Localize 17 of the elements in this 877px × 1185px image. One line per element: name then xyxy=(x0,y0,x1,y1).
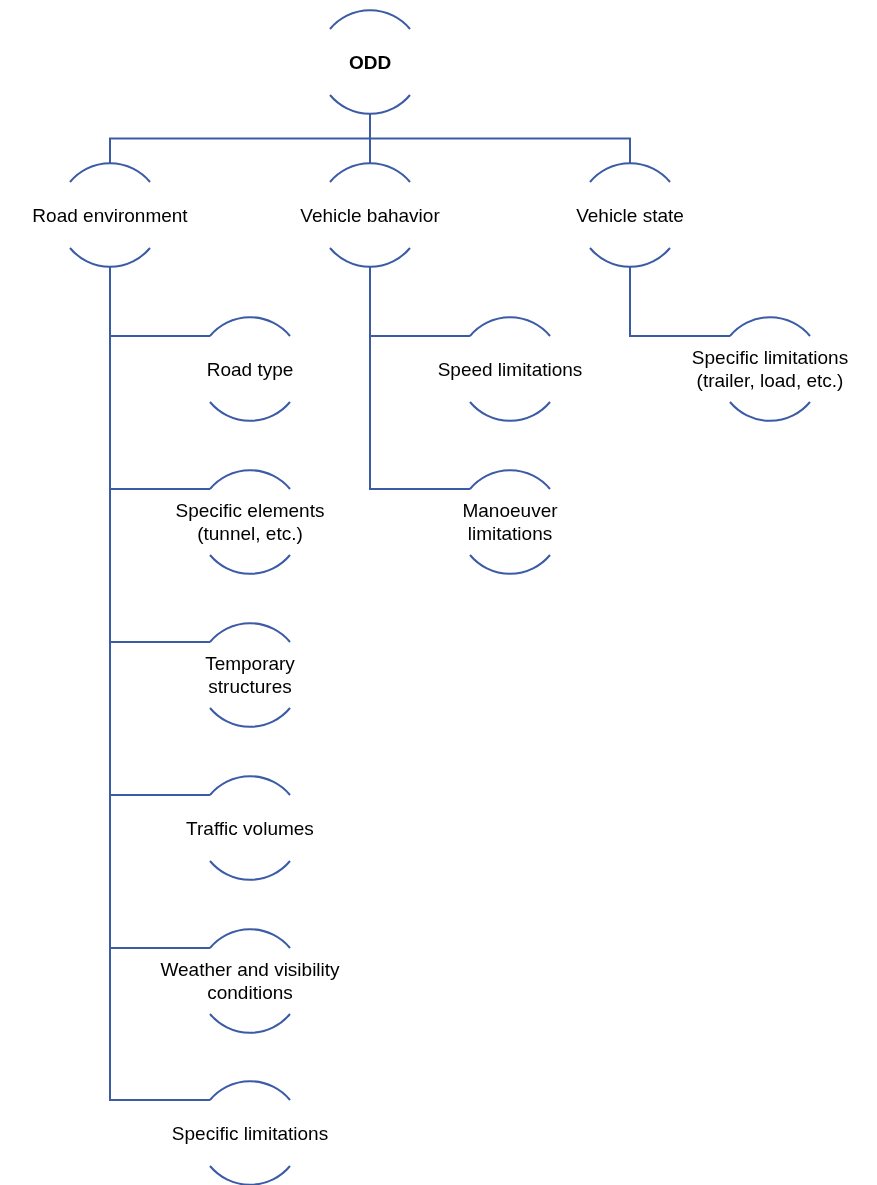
connector-line xyxy=(109,266,211,1101)
node-label: Specific limitations xyxy=(170,1121,330,1145)
node-label: Manoeuver limitations xyxy=(461,499,559,545)
node-label: Traffic volumes xyxy=(185,816,315,840)
connector-line xyxy=(369,113,631,164)
node-label: Vehicle state xyxy=(575,203,685,227)
node-label: Specific limitations (trailer, load, etc.) xyxy=(690,346,850,392)
node-label: Speed limitations xyxy=(436,357,584,381)
node-label: Road type xyxy=(205,357,295,381)
node-label: Temporary structures xyxy=(204,652,296,698)
node-label: Vehicle bahavior xyxy=(299,203,441,227)
connector-line xyxy=(629,266,731,337)
node-label: Weather and visibility conditions xyxy=(160,958,340,1004)
node-label: ODD xyxy=(347,50,393,74)
node-label: Specific elements (tunnel, etc.) xyxy=(174,499,326,545)
connector-line xyxy=(369,266,471,490)
node-label: Road environment xyxy=(31,203,189,227)
